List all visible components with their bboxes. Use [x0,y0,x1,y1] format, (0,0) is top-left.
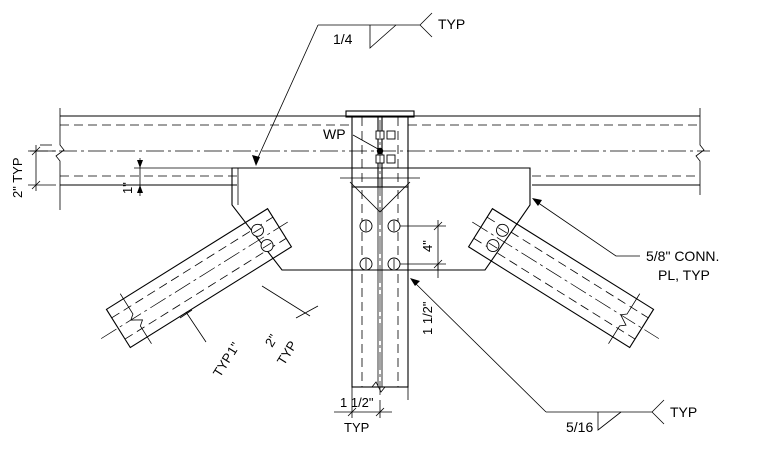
horizontal-beam [30,108,710,210]
dimension-1-left-brace: 1" TYP [179,309,243,380]
dimension-1-flange: 1" [120,158,232,196]
weld-bottom-size-text: 5/16 [566,419,593,435]
dimension-1-1-2-vertical: 1 1/2" [414,264,446,335]
conn-pl-line2: PL, TYP [658,267,710,283]
dimension-2-left-brace: 2" TYP [261,285,319,368]
dim-1-1-2-vert-text: 1 1/2" [420,301,435,335]
left-diagonal-brace [100,207,293,349]
dimension-1-1-2-bottom: 1 1/2" TYP [334,395,392,435]
work-point-label: WP [323,126,379,150]
weld-top-typ-text: TYP [438,16,465,32]
weld-symbol-bottom: 5/16 TYP [410,278,697,435]
weld-bottom-typ-text: TYP [670,404,697,420]
conn-pl-line1: 5/8" CONN. [646,248,719,264]
top-stub-bolts [375,130,396,164]
dim-4-text: 4" [420,240,435,252]
vertical-column [351,120,409,400]
dim-1-1-2-horiz-text: 1 1/2" [340,395,374,410]
dim-1-flange-text: 1" [120,182,135,194]
conn-plate-callout: 5/8" CONN. PL, TYP [532,198,719,283]
dimension-2-typ: 2" TYP [10,145,56,198]
column-bolts [359,219,401,271]
dimension-4: 4" [400,220,446,270]
dim-2-left-text: 2" [262,331,281,349]
right-diagonal-brace [467,207,660,349]
weld-symbol-top: 1/4 TYP [252,12,465,166]
wp-text: WP [323,126,346,142]
weld-top-size-text: 1/4 [333,31,353,47]
typ-bottom-text: TYP [344,420,369,435]
top-stub-column [345,110,415,187]
dim-2-typ-text: 2" TYP [10,157,25,198]
gusset-plate [231,167,531,271]
